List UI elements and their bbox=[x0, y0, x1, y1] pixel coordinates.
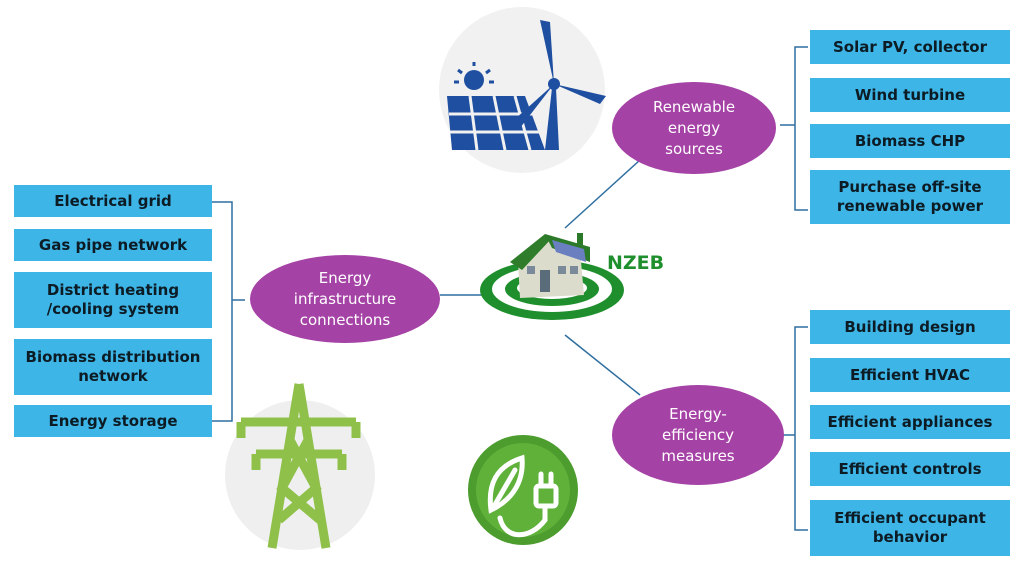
hub-infrastructure: Energy infrastructure connections bbox=[250, 255, 440, 343]
efficiency-item-label: Efficient HVAC bbox=[849, 365, 970, 384]
renewable-item: Solar PV, collector bbox=[810, 30, 1010, 64]
nzeb-house-icon bbox=[480, 233, 624, 320]
connector-efficiency bbox=[564, 334, 641, 396]
bracket-infrastructure bbox=[212, 201, 245, 422]
infrastructure-item-label: District heating /cooling system bbox=[46, 281, 180, 318]
leaf-plug-icon bbox=[468, 435, 578, 545]
infrastructure-item: District heating /cooling system bbox=[14, 272, 212, 328]
renewable-item: Purchase off-site renewable power bbox=[810, 170, 1010, 224]
efficiency-item: Building design bbox=[810, 310, 1010, 344]
infrastructure-item-label: Biomass distribution network bbox=[25, 348, 201, 385]
renewable-item-label: Wind turbine bbox=[854, 85, 966, 104]
efficiency-item-label: Efficient controls bbox=[838, 459, 982, 478]
infrastructure-item: Gas pipe network bbox=[14, 229, 212, 261]
efficiency-item: Efficient controls bbox=[810, 452, 1010, 486]
connector-renewable bbox=[564, 159, 641, 229]
renewable-item-label: Purchase off-site renewable power bbox=[836, 178, 984, 215]
bracket-renewable bbox=[780, 46, 808, 211]
hub-efficiency-label: Energy- efficiency measures bbox=[661, 404, 735, 465]
efficiency-item-label: Building design bbox=[844, 317, 976, 336]
efficiency-item-label: Efficient appliances bbox=[827, 412, 993, 431]
infrastructure-item-label: Energy storage bbox=[48, 411, 178, 430]
infrastructure-item: Energy storage bbox=[14, 405, 212, 437]
renewable-item: Biomass CHP bbox=[810, 124, 1010, 158]
efficiency-item: Efficient HVAC bbox=[810, 358, 1010, 392]
nzeb-label: NZEB bbox=[607, 252, 665, 274]
bracket-efficiency bbox=[780, 326, 808, 531]
hub-efficiency: Energy- efficiency measures bbox=[612, 385, 784, 485]
renewable-item: Wind turbine bbox=[810, 78, 1010, 112]
transmission-tower-icon bbox=[225, 383, 375, 550]
efficiency-item: Efficient occupant behavior bbox=[810, 500, 1010, 556]
efficiency-item: Efficient appliances bbox=[810, 405, 1010, 439]
infrastructure-item-label: Electrical grid bbox=[54, 191, 172, 210]
hub-renewable-label: Renewable energy sources bbox=[652, 97, 736, 158]
infrastructure-item: Electrical grid bbox=[14, 185, 212, 217]
infrastructure-item: Biomass distribution network bbox=[14, 339, 212, 395]
efficiency-item-label: Efficient occupant behavior bbox=[834, 509, 986, 546]
solar-wind-icon bbox=[439, 7, 606, 173]
hub-renewable: Renewable energy sources bbox=[612, 82, 776, 174]
renewable-item-label: Solar PV, collector bbox=[833, 37, 987, 56]
infrastructure-item-label: Gas pipe network bbox=[38, 235, 188, 254]
renewable-item-label: Biomass CHP bbox=[854, 131, 966, 150]
hub-infrastructure-label: Energy infrastructure connections bbox=[293, 268, 397, 329]
